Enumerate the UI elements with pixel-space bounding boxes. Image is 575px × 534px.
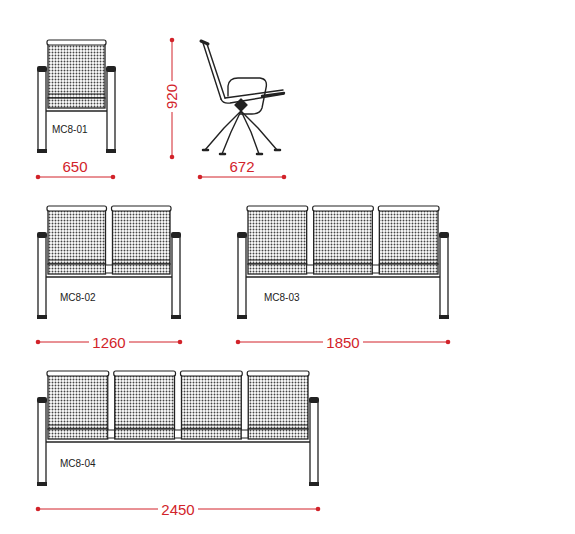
dimension-dot	[198, 175, 203, 180]
dimension-dot	[36, 340, 41, 345]
dimension-dot	[178, 340, 183, 345]
dimension-dot	[111, 175, 116, 180]
dimension-label: 672	[226, 159, 257, 174]
dimension-label: 1850	[323, 335, 362, 350]
dimension-dot	[36, 507, 41, 512]
dimension-label: 1260	[89, 335, 128, 350]
bench	[37, 40, 116, 153]
dimension-dot	[170, 38, 175, 43]
dimension-dot	[170, 155, 175, 160]
bench	[37, 371, 319, 486]
dimension-dot	[236, 340, 241, 345]
bench	[237, 206, 449, 319]
dimension-label: 920	[165, 80, 180, 111]
model-code: MC8-03	[264, 293, 300, 303]
dimension-line	[38, 177, 113, 178]
dimension-line	[200, 177, 284, 178]
dimension-label: 650	[59, 159, 90, 174]
dimension-label: 2450	[158, 502, 197, 517]
dimension-dot	[36, 175, 41, 180]
dimension-dot	[316, 507, 321, 512]
model-code: MC8-02	[60, 293, 96, 303]
dimension-dot	[446, 340, 451, 345]
dimension-dot	[282, 175, 287, 180]
model-code: MC8-04	[60, 459, 96, 469]
model-code: MC8-01	[52, 125, 88, 135]
bench	[37, 206, 181, 319]
